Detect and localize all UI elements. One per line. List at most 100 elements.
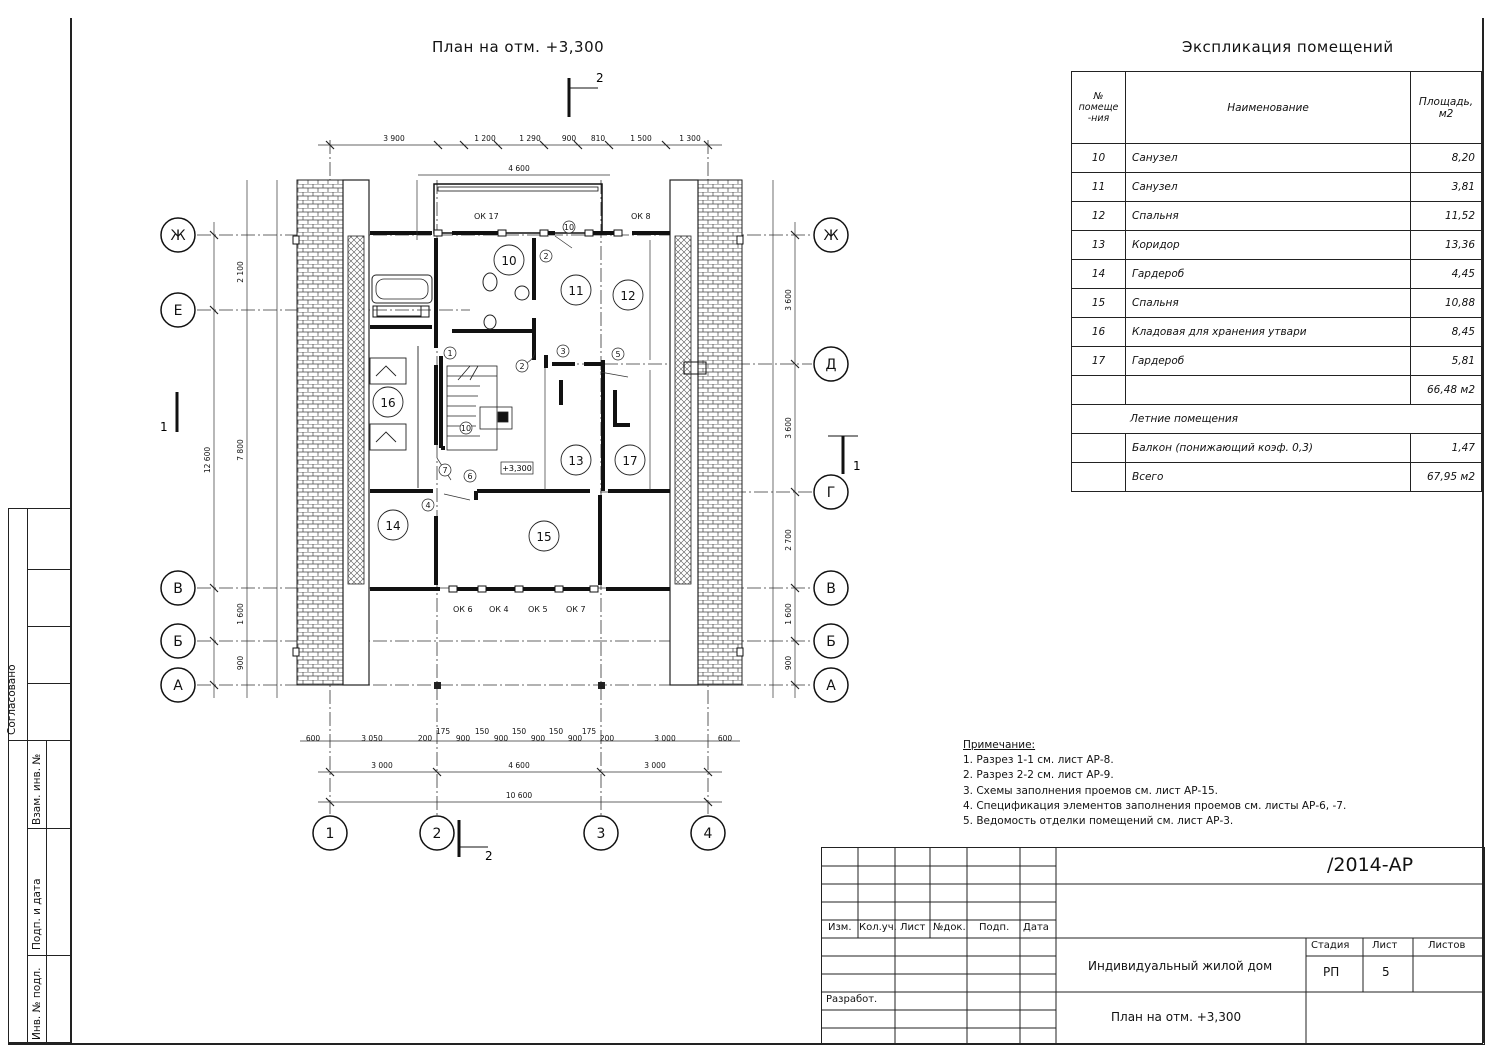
axis-label-v-left: В (173, 581, 183, 597)
dim-bot2-2: 4 600 (508, 761, 530, 770)
dim-right-2: 3 600 (784, 417, 793, 439)
dim-bot-14: 3 000 (654, 734, 676, 743)
total-name: Всего (1125, 462, 1411, 492)
total-area: 67,95 м2 (1410, 462, 1482, 492)
axis-label-b-right: Б (826, 634, 836, 650)
opening-ok6: ОК 6 (453, 605, 473, 614)
explication-cell-name: Гардероб (1125, 259, 1411, 289)
dim-bot-5: 900 (456, 734, 471, 743)
axis-bubbles (160, 217, 849, 851)
stairs (446, 365, 513, 451)
door-tag-10: 10 (564, 223, 574, 232)
dim-bot-1: 600 (306, 734, 321, 743)
axis-label-2: 2 (433, 826, 442, 842)
explication-cell-name: Спальня (1125, 201, 1411, 231)
dim-bot-12: 175 (582, 727, 597, 736)
explication-header-area: Площадь, м2 (1410, 71, 1482, 144)
room-17: 17 (622, 454, 637, 468)
subtotal-num-cell (1071, 375, 1126, 405)
dim-bot-10: 150 (549, 727, 564, 736)
opening-ok17: ОК 17 (474, 212, 499, 221)
axis-label-4: 4 (704, 826, 713, 842)
axis-label-b-left: Б (173, 634, 183, 650)
dim-top-3: 1 290 (519, 134, 541, 143)
stamp-stage-header: Стадия (1311, 940, 1350, 951)
room-14: 14 (385, 519, 400, 533)
stamp-col-ndok: №док. (933, 922, 966, 933)
door-tag-2a: 2 (519, 362, 524, 371)
axis-label-a-left: А (173, 678, 183, 694)
dim-bot-4: 175 (436, 727, 451, 736)
door-tag-5: 5 (615, 350, 620, 359)
dim-top-1: 3 900 (383, 134, 405, 143)
stamp-project: Индивидуальный жилой дом (1088, 959, 1273, 973)
dim-left-total: 12 600 (203, 447, 212, 473)
section-label-right: 1 (853, 459, 861, 473)
side-stamp-hline (27, 683, 70, 684)
notes-heading: Примечание: (963, 739, 1036, 751)
side-stamp (8, 508, 70, 1043)
door-tag-6: 4 (425, 501, 430, 510)
stamp-col-list: Лист (900, 922, 926, 933)
side-stamp-hline (27, 955, 70, 957)
frame-bottom (8, 1043, 1483, 1045)
explication-table: № помеще -ния Наименование Площадь, м2 1… (1071, 71, 1482, 492)
note-item: 4. Спецификация элементов заполнения про… (963, 799, 1347, 812)
axis-label-a-right: А (826, 678, 836, 694)
dim-bot-9: 900 (531, 734, 546, 743)
stamp-sheet-title: План на отм. +3,300 (1111, 1010, 1242, 1024)
side-stamp-hline (8, 740, 70, 742)
door-tag-7: 7 (442, 466, 447, 475)
dim-bot-6: 150 (475, 727, 490, 736)
axis-label-d-right: Д (826, 357, 837, 373)
stamp-sheet-header: Лист (1372, 940, 1398, 951)
axis-label-3: 3 (597, 826, 606, 842)
plan-title: План на отм. +3,300 (432, 38, 605, 56)
dim-bot-2: 3 050 (361, 734, 383, 743)
dim-right-5: 900 (784, 656, 793, 671)
section-arrows (176, 87, 858, 848)
stamp-col-podp: Подп. (979, 922, 1010, 933)
door-tag-10b: 10 (461, 424, 471, 433)
dim-top-5: 810 (591, 134, 606, 143)
explication-header-num: № помеще -ния (1071, 71, 1126, 144)
explication-title: Экспликация помещений (1182, 38, 1394, 56)
section-label-top: 2 (596, 71, 604, 85)
note-item: 2. Разрез 2-2 см. лист АР-9. (963, 769, 1114, 782)
note-item: 3. Схемы заполнения проемов см. лист АР-… (963, 784, 1219, 797)
stamp-sheet: 5 (1382, 965, 1390, 979)
stamp-code: /2014-АР (1327, 854, 1414, 876)
dim-bot2-1: 3 000 (371, 761, 393, 770)
dimension-lines (213, 144, 796, 803)
explication-cell-area: 10,88 (1410, 288, 1482, 318)
stamp-developer: Разработ. (826, 994, 878, 1005)
stamp-col-izm: Изм. (828, 922, 852, 933)
door-tag-1: 1 (447, 349, 452, 358)
dim-bot-15: 600 (718, 734, 733, 743)
dim-top-2: 1 200 (474, 134, 496, 143)
side-stamp-divider (27, 508, 29, 1043)
opening-ok4: ОК 4 (489, 605, 509, 614)
room-circles (372, 244, 646, 552)
door-tag-2b: 2 (543, 252, 548, 261)
dim-left-1: 2 100 (236, 261, 245, 283)
opening-ok5: ОК 5 (528, 605, 548, 614)
title-block-grid (822, 848, 1484, 1044)
axis-label-v-right: В (826, 581, 836, 597)
total-num-cell (1071, 462, 1126, 492)
axis-label-zh-right: Ж (823, 228, 838, 244)
dim-bot-8: 150 (512, 727, 527, 736)
dim-bot-3: 200 (418, 734, 433, 743)
dim-top-4: 900 (562, 134, 577, 143)
dim-top-6: 1 500 (630, 134, 652, 143)
shelves (369, 346, 419, 488)
note-item: 1. Разрез 1-1 см. лист АР-8. (963, 754, 1114, 767)
opening-ok7: ОК 7 (566, 605, 586, 614)
explication-cell-num: 10 (1071, 143, 1126, 173)
